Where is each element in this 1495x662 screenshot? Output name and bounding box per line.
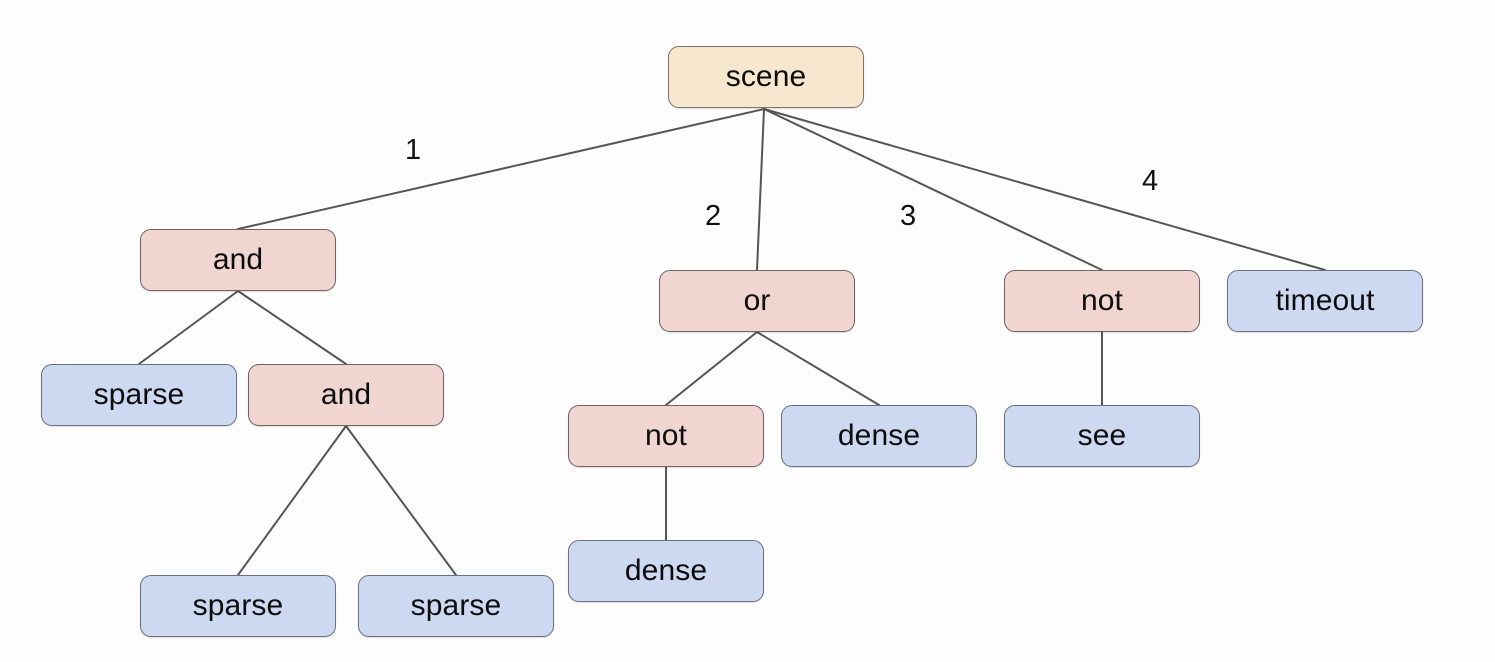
tree-edge-and1-to-sparse1 xyxy=(138,290,239,365)
tree-node-not2[interactable]: not xyxy=(568,405,764,467)
tree-node-or1[interactable]: or xyxy=(659,270,855,332)
tree-node-and2[interactable]: and xyxy=(248,364,444,426)
tree-edge-or1-to-not2 xyxy=(665,331,758,406)
tree-edge-scene-to-timeout1 xyxy=(763,108,1326,271)
tree-edge-and1-to-and2 xyxy=(237,290,347,365)
tree-edge-scene-to-and1 xyxy=(237,108,765,230)
tree-edge-scene-to-not1 xyxy=(763,108,1103,271)
edge-label-2: 2 xyxy=(705,200,722,232)
tree-node-scene[interactable]: scene xyxy=(668,46,864,108)
tree-edge-scene-to-or1 xyxy=(756,108,765,271)
tree-edge-and2-to-sparse3 xyxy=(345,425,457,576)
tree-edge-and2-to-sparse2 xyxy=(237,425,347,576)
edge-label-4: 4 xyxy=(1142,165,1159,197)
tree-node-sparse1[interactable]: sparse xyxy=(41,364,237,426)
tree-node-timeout1[interactable]: timeout xyxy=(1227,270,1423,332)
edge-label-3: 3 xyxy=(900,200,917,232)
tree-node-sparse2[interactable]: sparse xyxy=(140,575,336,637)
tree-node-and1[interactable]: and xyxy=(140,229,336,291)
tree-node-not1[interactable]: not xyxy=(1004,270,1200,332)
tree-node-dense1[interactable]: dense xyxy=(781,405,977,467)
tree-node-sparse3[interactable]: sparse xyxy=(358,575,554,637)
tree-edge-or1-to-dense1 xyxy=(756,331,880,406)
tree-node-dense2[interactable]: dense xyxy=(568,540,764,602)
tree-node-see1[interactable]: see xyxy=(1004,405,1200,467)
edge-label-1: 1 xyxy=(405,134,422,166)
